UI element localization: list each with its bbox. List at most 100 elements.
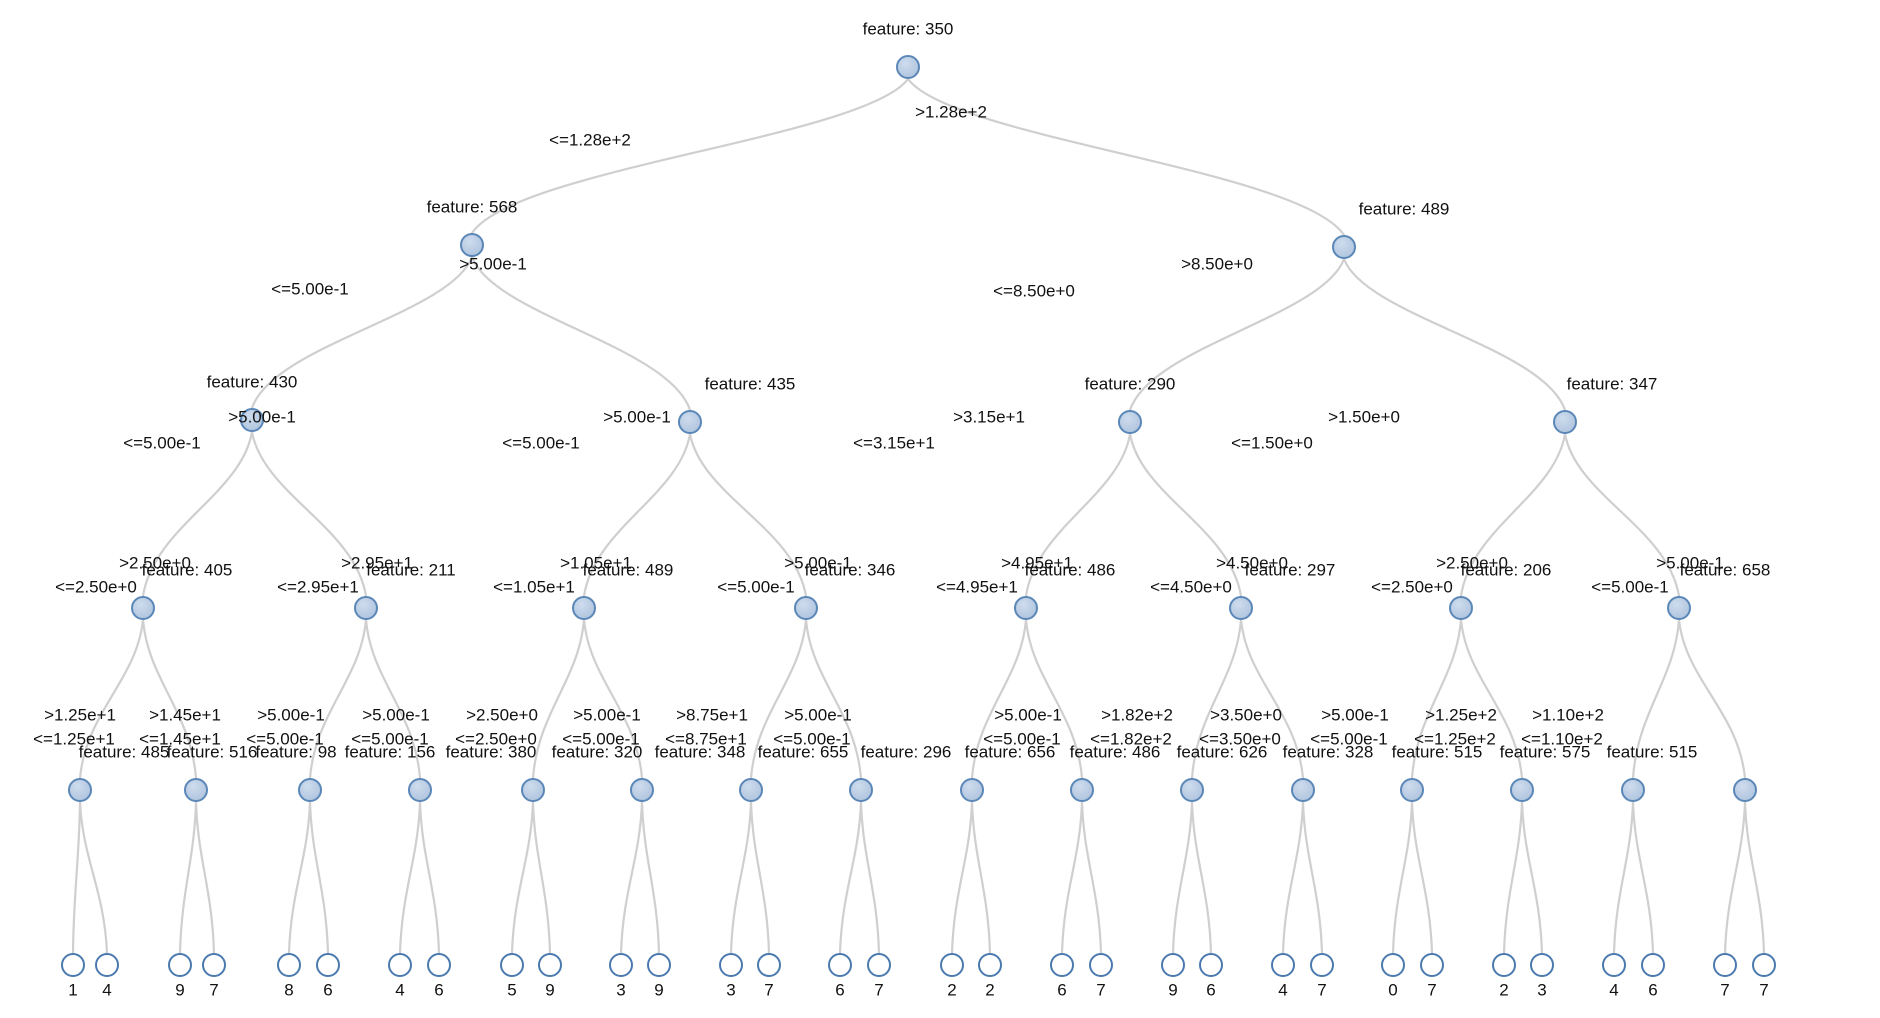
tree-node-leaf[interactable] [95,953,119,977]
tree-node-internal[interactable] [1118,410,1142,434]
edge-threshold-label: >1.45e+1 [149,705,221,725]
tree-node-leaf[interactable] [1199,953,1223,977]
tree-node-leaf[interactable] [1310,953,1334,977]
tree-edge [1391,800,1414,955]
tree-node-internal[interactable] [739,778,763,802]
tree-node-leaf[interactable] [1602,953,1626,977]
tree-node-leaf[interactable] [1641,953,1665,977]
tree-node-leaf[interactable] [757,953,781,977]
tree-node-internal[interactable] [460,233,484,257]
tree-edge [1520,800,1544,955]
tree-node-internal[interactable] [521,778,545,802]
tree-node-leaf[interactable] [538,953,562,977]
node-feature-label: feature: 515 [1606,742,1698,762]
tree-node-leaf[interactable] [1381,953,1405,977]
tree-node-leaf[interactable] [1420,953,1444,977]
tree-node-internal[interactable] [1014,596,1038,620]
node-feature-label: feature: 347 [1566,374,1658,394]
edge-threshold-label: >1.25e+2 [1425,705,1497,725]
tree-node-internal[interactable] [1229,596,1253,620]
tree-node-leaf[interactable] [647,953,671,977]
edge-threshold-label: >5.00e-1 [1656,553,1724,573]
tree-node-internal[interactable] [1621,778,1645,802]
tree-node-leaf[interactable] [940,953,964,977]
tree-node-leaf[interactable] [1530,953,1554,977]
tree-node-internal[interactable] [131,596,155,620]
tree-node-internal[interactable] [1553,410,1577,434]
edge-threshold-label: <=8.75e+1 [665,729,747,749]
tree-node-internal[interactable] [1667,596,1691,620]
tree-node-internal[interactable] [896,55,920,79]
tree-node-leaf[interactable] [500,953,524,977]
tree-node-leaf[interactable] [277,953,301,977]
tree-node-internal[interactable] [354,596,378,620]
tree-edge [250,255,474,410]
tree-node-internal[interactable] [240,408,264,432]
tree-edge [78,618,145,780]
tree-node-internal[interactable] [1733,778,1757,802]
tree-node-leaf[interactable] [609,953,633,977]
tree-node-leaf[interactable] [978,953,1002,977]
edge-threshold-label: <=2.50e+0 [55,577,137,597]
tree-node-leaf[interactable] [1492,953,1516,977]
tree-node-internal[interactable] [1332,235,1356,259]
tree-edge [1024,432,1132,598]
tree-edge [78,800,109,955]
tree-node-leaf[interactable] [719,953,743,977]
node-feature-label: feature: 515 [1391,742,1483,762]
tree-node-internal[interactable] [1180,778,1204,802]
tree-node-internal[interactable] [408,778,432,802]
edge-threshold-label: <=2.50e+0 [455,729,537,749]
tree-node-internal[interactable] [1510,778,1534,802]
tree-node-internal[interactable] [678,410,702,434]
node-feature-label: feature: 655 [757,742,849,762]
tree-node-internal[interactable] [1449,596,1473,620]
tree-node-leaf[interactable] [388,953,412,977]
tree-node-internal[interactable] [1070,778,1094,802]
tree-node-internal[interactable] [68,778,92,802]
tree-node-internal[interactable] [1291,778,1315,802]
edge-threshold-label: <=5.00e-1 [271,279,349,299]
edge-threshold-label: >2.95e+1 [341,553,413,573]
tree-node-leaf[interactable] [828,953,852,977]
tree-node-leaf[interactable] [1752,953,1776,977]
tree-edge [1080,800,1103,955]
tree-node-internal[interactable] [960,778,984,802]
tree-node-internal[interactable] [794,596,818,620]
tree-node-internal[interactable] [572,596,596,620]
leaf-class-label: 6 [1648,980,1658,1000]
tree-edge [804,618,863,780]
tree-node-leaf[interactable] [1050,953,1074,977]
leaf-class-label: 3 [1537,980,1547,1000]
edge-threshold-label: <=5.00e-1 [123,433,201,453]
tree-edge [1190,800,1213,955]
edge-threshold-label: >3.50e+0 [1210,705,1282,725]
tree-node-leaf[interactable] [867,953,891,977]
edge-threshold-label: <=5.00e-1 [246,729,324,749]
edge-threshold-label: >5.00e-1 [362,705,430,725]
tree-node-internal[interactable] [298,778,322,802]
node-feature-label: feature: 296 [860,742,952,762]
tree-node-leaf[interactable] [61,953,85,977]
tree-node-leaf[interactable] [202,953,226,977]
leaf-class-label: 7 [1096,980,1106,1000]
edge-threshold-label: >1.25e+1 [44,705,116,725]
tree-node-leaf[interactable] [168,953,192,977]
leaf-class-label: 9 [1168,980,1178,1000]
tree-node-internal[interactable] [1400,778,1424,802]
node-feature-label: feature: 346 [804,560,896,580]
leaf-class-label: 9 [545,980,555,1000]
leaf-class-label: 3 [616,980,626,1000]
edge-threshold-label: >3.15e+1 [953,407,1025,427]
tree-node-leaf[interactable] [1089,953,1113,977]
tree-node-internal[interactable] [849,778,873,802]
node-feature-label: feature: 405 [141,560,233,580]
leaf-class-label: 6 [1206,980,1216,1000]
tree-node-leaf[interactable] [427,953,451,977]
tree-node-leaf[interactable] [316,953,340,977]
tree-node-leaf[interactable] [1713,953,1737,977]
tree-node-leaf[interactable] [1161,953,1185,977]
tree-node-internal[interactable] [630,778,654,802]
tree-node-internal[interactable] [184,778,208,802]
tree-node-leaf[interactable] [1271,953,1295,977]
